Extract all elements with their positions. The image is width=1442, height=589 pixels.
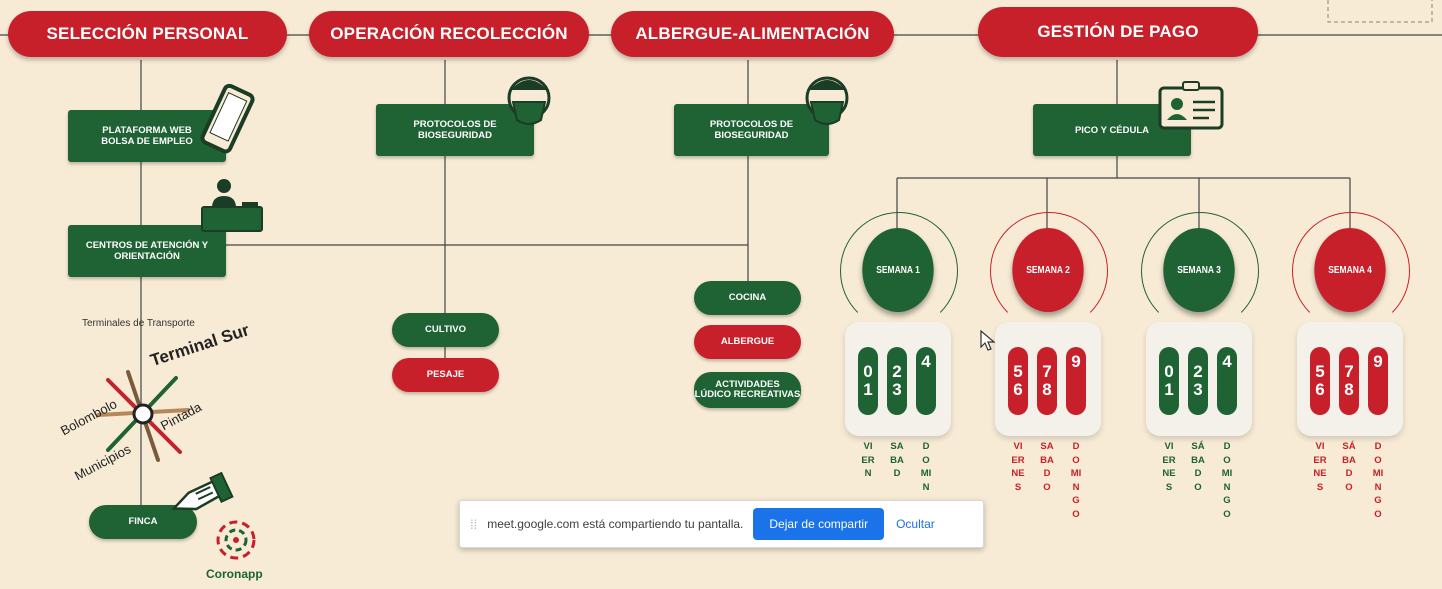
pesaje-pill: PESAJE — [392, 358, 499, 392]
drag-handle-icon[interactable]: ⁞⁞ — [470, 516, 478, 532]
actividades-pill: ACTIVIDADES LÚDICO RECREATIVAS — [694, 372, 801, 408]
centros-atencion-box: CENTROS DE ATENCIÓN Y ORIENTACIÓN — [68, 225, 226, 277]
screen-share-banner: ⁞⁞ meet.google.com está compartiendo tu … — [459, 500, 984, 548]
week-4-day-domingo: DOMINGO — [1372, 441, 1384, 520]
reception-desk-icon — [201, 179, 263, 232]
cocina-pill: COCINA — [694, 281, 801, 315]
week-3-day-sabado: SÁBADO — [1191, 441, 1205, 493]
week-3-day-domingo: DOMINGO — [1221, 441, 1233, 520]
week-4-digits-domingo: 9 — [1368, 347, 1388, 415]
week-4-day-sabado: SÁBADO — [1342, 441, 1356, 493]
week-1-day-viernes: VIERN — [861, 441, 875, 479]
protocolos-operacion-box: PROTOCOLOS DE BIOSEGURIDAD — [376, 104, 534, 156]
header-seleccion-personal: SELECCIÓN PERSONAL — [8, 11, 287, 57]
week-1-day-domingo: DOMIN — [920, 441, 932, 493]
face-mask-icon — [805, 76, 849, 125]
header-gestion-de-pago: GESTIÓN DE PAGO — [978, 7, 1258, 57]
transport-map-icon — [96, 370, 190, 462]
week-3-day-viernes: VIERNES — [1162, 441, 1176, 493]
week-3-circle: SEMANA 3 — [1163, 228, 1235, 312]
cultivo-pill: CULTIVO — [392, 313, 499, 347]
week-4-day-viernes: VIERNES — [1313, 441, 1327, 493]
coronapp-label: Coronapp — [206, 567, 263, 581]
week-4-circle: SEMANA 4 — [1314, 228, 1386, 312]
week-2-day-sabado: SABADO — [1040, 441, 1054, 493]
week-2-digits-domingo: 9 — [1066, 347, 1086, 415]
week-2-day-domingo: DOMINGO — [1070, 441, 1082, 520]
header-operacion-recoleccion: OPERACIÓN RECOLECCIÓN — [309, 11, 589, 57]
smartphone-icon — [200, 83, 255, 154]
week-1-day-sabado: SABAD — [890, 441, 904, 479]
week-3-ring — [1141, 212, 1259, 330]
coronapp-logo-icon — [216, 520, 256, 560]
week-2-circle: SEMANA 2 — [1012, 228, 1084, 312]
week-1-ring — [840, 212, 958, 330]
mouse-cursor-icon — [980, 330, 996, 351]
week-3-digits-domingo: 4 — [1217, 347, 1237, 415]
share-message: meet.google.com está compartiendo tu pan… — [487, 517, 744, 531]
plataforma-web-box: PLATAFORMA WEB BOLSA DE EMPLEO — [68, 110, 226, 162]
protocolos-albergue-box: PROTOCOLOS DE BIOSEGURIDAD — [674, 104, 829, 156]
header-albergue-alimentacion: ALBERGUE-ALIMENTACIÓN — [611, 11, 894, 57]
week-1-digits-domingo: 4 — [916, 347, 936, 415]
finca-pill: FINCA — [89, 505, 197, 539]
week-4-ring — [1292, 212, 1410, 330]
week-2-ring — [990, 212, 1108, 330]
face-mask-icon — [507, 76, 551, 125]
hide-button[interactable]: Ocultar — [896, 517, 935, 531]
terminales-transporte-label: Terminales de Transporte — [82, 318, 195, 329]
handshake-icon — [171, 471, 234, 511]
week-2-day-viernes: VIERNES — [1011, 441, 1025, 493]
week-1-circle: SEMANA 1 — [862, 228, 934, 312]
albergue-pill: ALBERGUE — [694, 325, 801, 359]
stop-sharing-button[interactable]: Dejar de compartir — [753, 508, 885, 540]
id-card-icon — [1158, 81, 1224, 130]
